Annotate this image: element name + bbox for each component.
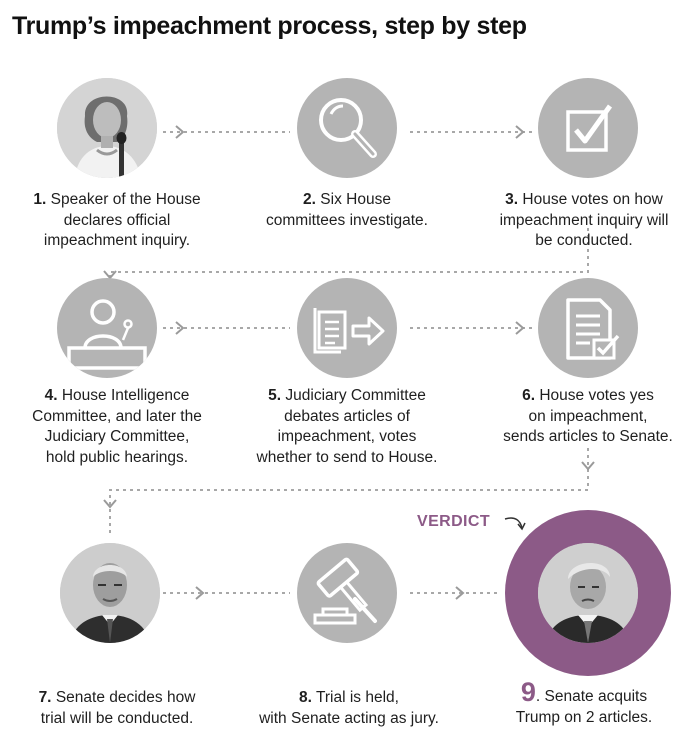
gavel-icon bbox=[313, 557, 377, 625]
arrowhead-6-7b bbox=[103, 499, 117, 509]
president-photo bbox=[538, 543, 638, 643]
arrowhead-1-2 bbox=[175, 125, 185, 139]
step-4-line-1: House Intelligence bbox=[61, 387, 190, 404]
step-3-line-1: House votes on how bbox=[522, 191, 663, 208]
step-4-number: 4. bbox=[44, 387, 58, 404]
step-5-circle bbox=[297, 278, 397, 378]
step-9-caption: 9. Senate acquits Trump on 2 articles. bbox=[474, 679, 694, 728]
step-4-line-2: Committee, and later the bbox=[32, 407, 202, 425]
verdict-pointer-arrowhead bbox=[517, 522, 526, 531]
step-2-circle bbox=[297, 78, 397, 178]
step-9-line-1: . Senate acquits bbox=[535, 688, 648, 705]
checkbox-icon bbox=[566, 104, 613, 152]
step-6-circle bbox=[538, 278, 638, 378]
step-9-number: 9 bbox=[520, 677, 536, 707]
arrowhead-5-6 bbox=[515, 321, 525, 335]
step-3-line-3: be conducted. bbox=[535, 232, 633, 249]
step-1-line-2: declares official bbox=[63, 211, 171, 229]
step-6-line-2: on impeachment, bbox=[528, 407, 648, 425]
step-5-line-3: impeachment, votes bbox=[277, 428, 417, 445]
step-8-number: 8. bbox=[299, 689, 312, 706]
step-7-caption: 7. Senate decides how trial will be cond… bbox=[7, 688, 227, 729]
step-5-line-2: debates articles of bbox=[284, 407, 410, 425]
step-7-line-1: Senate decides how bbox=[55, 689, 196, 706]
step-7-line-2: trial will be conducted. bbox=[40, 709, 194, 727]
verdict-pointer-arrow bbox=[504, 517, 523, 529]
step-5-line-1: Judiciary Committee bbox=[285, 387, 426, 404]
arrowhead-6-7a bbox=[581, 461, 595, 471]
verdict-label: VERDICT bbox=[417, 513, 491, 530]
step-8-line-1: Trial is held, bbox=[315, 689, 399, 706]
step-5-caption: 5. Judiciary Committee debates articles … bbox=[237, 386, 457, 468]
step-6-line-3: sends articles to Senate. bbox=[503, 428, 673, 445]
arrowhead-2-3 bbox=[515, 125, 525, 139]
arrowhead-4-5 bbox=[175, 321, 185, 335]
step-5-line-4: whether to send to House. bbox=[256, 448, 438, 466]
document-check-icon bbox=[566, 298, 620, 360]
speaker-photo bbox=[57, 78, 157, 178]
podium-speaker-icon bbox=[67, 299, 147, 370]
senate-leader-photo bbox=[60, 543, 160, 643]
step-8-circle bbox=[297, 543, 397, 643]
step-4-line-3: Judiciary Committee, bbox=[44, 428, 190, 445]
step-7-number: 7. bbox=[38, 689, 52, 706]
step-4-line-4: hold public hearings. bbox=[45, 448, 189, 466]
step-8-caption: 8. Trial is held, with Senate acting as … bbox=[239, 688, 459, 729]
step-1-line-1: Speaker of the House bbox=[50, 191, 201, 208]
step-3-line-2: impeachment inquiry will bbox=[499, 211, 669, 229]
arrowhead-3-4 bbox=[103, 270, 117, 280]
step-3-circle bbox=[538, 78, 638, 178]
step-6-caption: 6. House votes yes on impeachment, sends… bbox=[478, 386, 698, 448]
page-title: Trump’s impeachment process, step by ste… bbox=[12, 12, 527, 40]
step-2-line-2: committees investigate. bbox=[266, 211, 428, 229]
step-4-circle bbox=[57, 278, 157, 378]
step-2-line-1: Six House bbox=[320, 191, 391, 208]
step-9-line-2: Trump on 2 articles. bbox=[515, 708, 653, 726]
step-1-caption: 1. Speaker of the House declares officia… bbox=[7, 190, 227, 252]
step-1-line-3: impeachment inquiry. bbox=[43, 232, 191, 249]
magnifying-glass-icon bbox=[319, 98, 377, 158]
step-8-line-2: with Senate acting as jury. bbox=[259, 709, 439, 727]
step-2-number: 2. bbox=[303, 191, 316, 208]
document-send-icon bbox=[313, 308, 385, 354]
step-3-number: 3. bbox=[505, 191, 519, 208]
step-5-number: 5. bbox=[268, 387, 282, 404]
step-6-line-1: House votes yes bbox=[539, 387, 654, 404]
step-3-caption: 3. House votes on how impeachment inquir… bbox=[474, 190, 694, 252]
step-6-number: 6. bbox=[522, 387, 536, 404]
step-2-caption: 2. Six House committees investigate. bbox=[237, 190, 457, 231]
step-1-number: 1. bbox=[33, 191, 47, 208]
step-4-caption: 4. House Intelligence Committee, and lat… bbox=[7, 386, 227, 468]
arrowhead-8-9 bbox=[455, 586, 465, 600]
arrowhead-7-8 bbox=[195, 586, 205, 600]
